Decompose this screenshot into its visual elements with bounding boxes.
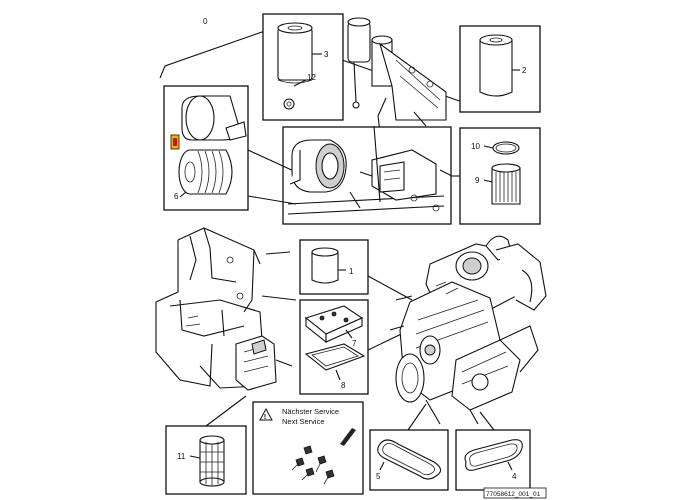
- service-label-de: Nächster Service: [282, 407, 339, 416]
- drawing-reference: 77058612_001_01: [483, 487, 547, 499]
- callout-box-3-12[interactable]: 3 12: [262, 13, 344, 121]
- callout-11: 11: [177, 452, 186, 461]
- warning-icon: [259, 407, 273, 421]
- callout-6: 6: [174, 192, 179, 201]
- service-tags-icon: [291, 445, 335, 485]
- air-filter-element: [178, 149, 233, 195]
- service-label-en: Next Service: [282, 417, 325, 426]
- callout-box-7-8[interactable]: 7 8: [299, 299, 415, 395]
- callout-box-6-7[interactable]: 6: [163, 85, 249, 211]
- next-service-box[interactable]: ! Nächster Service Next Service: [252, 401, 364, 495]
- callout-4: 4: [512, 472, 517, 481]
- callout-1: 1: [349, 267, 354, 276]
- callout-box-1[interactable]: 1: [299, 239, 413, 301]
- callout-3: 3: [324, 50, 329, 59]
- highlight-marker-inner: [173, 138, 177, 146]
- detail-box-air-filter-housing: [247, 125, 453, 225]
- callout-box-5[interactable]: 5: [369, 403, 449, 491]
- drawing-reference-number: 77058612_001_01: [486, 491, 541, 498]
- callout-0: 0: [203, 17, 208, 26]
- callout-5: 5: [376, 472, 381, 481]
- callout-12: 12: [307, 73, 316, 82]
- callout-7: 7: [352, 339, 357, 348]
- callout-box-9-10[interactable]: 10 9: [451, 127, 541, 225]
- callout-box-4[interactable]: 4: [455, 411, 531, 491]
- callout-box-11[interactable]: 11: [165, 395, 247, 495]
- callout-9: 9: [475, 176, 480, 185]
- filter-housing-assembly: [347, 17, 447, 133]
- svg-text:!: !: [264, 412, 267, 421]
- machine-frame: [155, 227, 297, 391]
- group-0-bracket: 0: [159, 17, 469, 105]
- callout-10: 10: [471, 142, 480, 151]
- callout-8: 8: [341, 381, 346, 390]
- callout-box-2[interactable]: 2: [459, 25, 541, 113]
- marker-pen-icon: [340, 428, 356, 446]
- engine-assembly: [389, 235, 547, 425]
- callout-2: 2: [522, 66, 527, 75]
